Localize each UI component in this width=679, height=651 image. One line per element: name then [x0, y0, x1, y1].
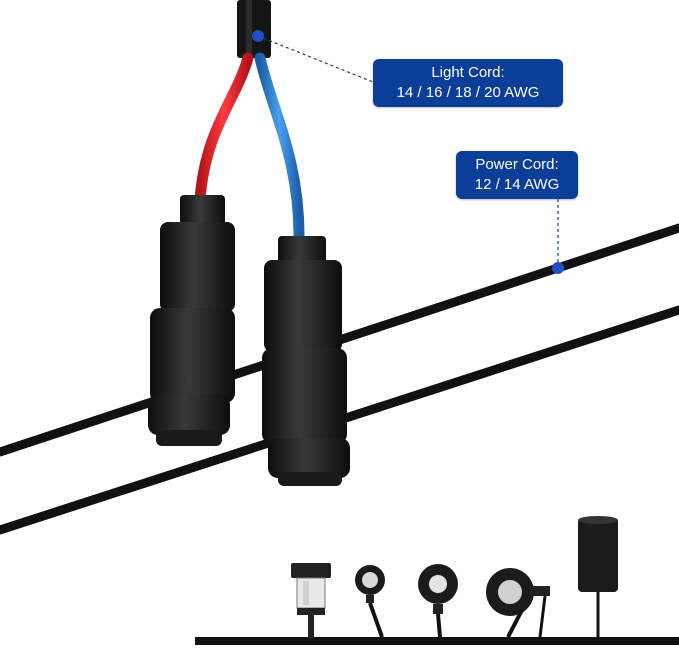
cylinder-light-icon	[578, 516, 618, 637]
power-cord-value: 12 / 14 AWG	[474, 176, 560, 193]
power-cord-marker	[552, 262, 564, 274]
light-cord-value: 14 / 16 / 18 / 20 AWG	[396, 84, 540, 101]
spot-light-small-icon	[355, 565, 385, 638]
light-cord-marker	[252, 30, 264, 42]
power-cord-callout: Power Cord: 12 / 14 AWG	[456, 151, 578, 199]
light-cord-leader	[257, 35, 374, 83]
blue-wire	[254, 52, 305, 246]
connector-right	[262, 236, 350, 486]
bollard-light-icon	[291, 563, 331, 639]
light-cord-sheath	[237, 0, 271, 58]
power-cord-title: Power Cord:	[475, 156, 559, 173]
flood-light-icon	[486, 568, 550, 638]
ground-cable	[195, 637, 679, 645]
light-cord-callout: Light Cord: 14 / 16 / 18 / 20 AWG	[373, 59, 563, 107]
spot-light-round-icon	[418, 564, 458, 638]
connector-left	[148, 195, 235, 446]
light-cord-title: Light Cord:	[431, 64, 505, 81]
red-wire	[194, 52, 254, 206]
